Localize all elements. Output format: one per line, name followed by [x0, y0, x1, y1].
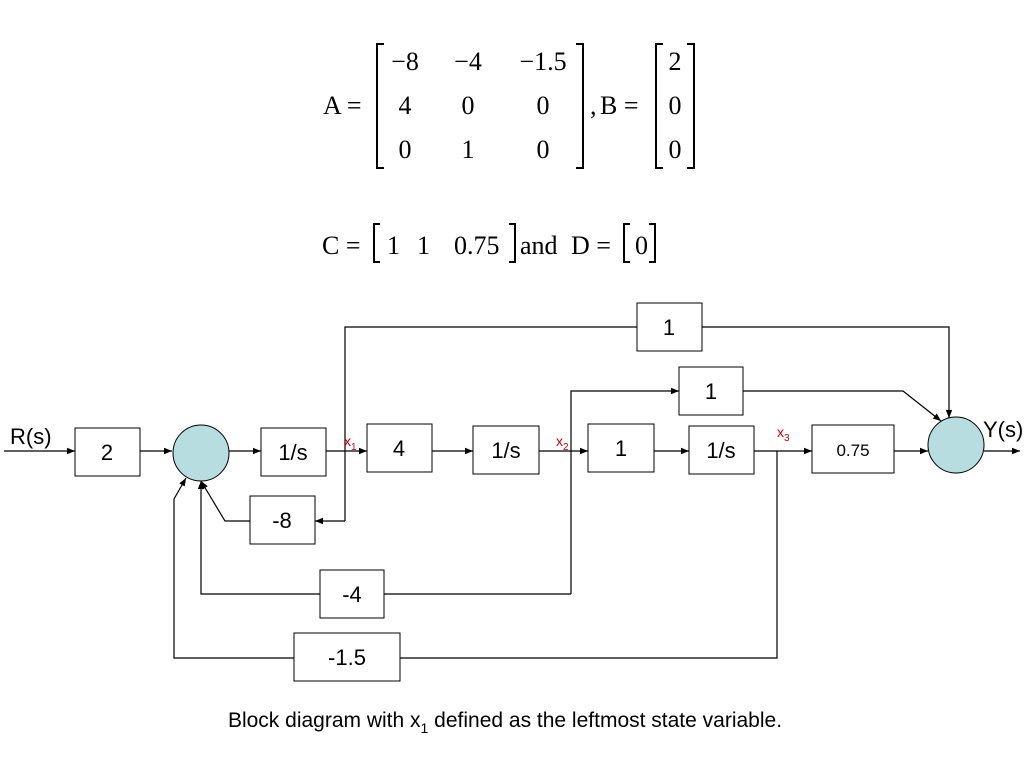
state-label-x3: x3 [777, 424, 790, 444]
line-x3-to-minus15 [400, 451, 778, 659]
line-minus15-to-sum1 [173, 477, 294, 659]
block-gain-075 [811, 424, 895, 474]
a-cell-2-0: 0 [399, 135, 412, 164]
label-feedforward-mid: 1 [705, 379, 717, 404]
line-mid-gain-to-sum2 [743, 390, 942, 422]
label-integrator-2: 1/s [491, 438, 520, 463]
a-cell-0-1: −4 [454, 47, 482, 76]
summing-junction-1 [172, 424, 230, 482]
b-cell-1: 0 [669, 91, 682, 120]
c-left-bracket [373, 223, 380, 263]
block-integrator-2 [472, 425, 540, 475]
c-cell-2: 0.75 [454, 231, 500, 260]
b-left-bracket [655, 43, 663, 169]
label-integrator-1: 1/s [278, 440, 307, 465]
blocks [74, 302, 895, 682]
d-right-bracket [649, 223, 656, 263]
block-feedforward-top [636, 302, 703, 352]
line-minus4-to-sum1 [197, 481, 320, 595]
block-labels: 2 1/s 4 1/s 1 1/s 0.75 1 1 -8 -4 -1.5 [101, 315, 870, 670]
line-x2-to-mid-gain [570, 387, 679, 594]
label-feedback-minus8: -8 [272, 508, 292, 533]
line-x1-to-top-gain [344, 326, 637, 521]
label-feedback-minus15: -1.5 [328, 645, 366, 670]
a-cell-2-2: 0 [537, 135, 550, 164]
d-label: D = [571, 231, 611, 260]
b-label: B = [600, 91, 639, 120]
and-text: and [520, 231, 558, 260]
block-feedback-minus15 [293, 632, 401, 682]
a-cell-0-2: −1.5 [519, 47, 566, 76]
a-cell-1-0: 4 [399, 91, 412, 120]
block-input-gain [74, 427, 141, 477]
label-gain-1-mid: 1 [615, 436, 627, 461]
label-gain-075: 0.75 [836, 441, 869, 460]
a-cell-0-0: −8 [391, 47, 419, 76]
b-right-bracket [687, 43, 695, 169]
c-label: C = [322, 231, 361, 260]
a-left-bracket [376, 43, 384, 169]
comma: , [590, 91, 597, 120]
label-gain-4: 4 [393, 436, 405, 461]
b-cell-2: 0 [669, 135, 682, 164]
a-label: A = [323, 91, 362, 120]
d-cell-0: 0 [635, 231, 648, 260]
c-right-bracket [509, 223, 516, 263]
a-cell-2-1: 1 [462, 135, 475, 164]
state-label-x1: x1 [344, 433, 357, 453]
output-label: Y(s) [983, 417, 1023, 442]
summing-junction-2 [927, 416, 985, 474]
block-integrator-3 [688, 425, 755, 475]
caption: Block diagram with x1 defined as the lef… [228, 709, 782, 736]
block-feedback-minus8 [249, 495, 316, 545]
line-minus8-to-sum1 [200, 480, 250, 522]
d-left-bracket [623, 223, 630, 263]
label-input-gain: 2 [101, 440, 113, 465]
a-cell-1-1: 0 [462, 91, 475, 120]
a-cell-1-2: 0 [537, 91, 550, 120]
label-feedback-minus4: -4 [342, 582, 362, 607]
equation-a-b: A = −8 −4 −1.5 4 0 0 0 1 0 , B = 2 0 0 [323, 43, 695, 169]
block-feedforward-mid [678, 366, 744, 416]
line-top-gain-to-sum2 [702, 326, 953, 418]
equation-c-d: C = 1 1 0.75 and D = 0 [322, 223, 656, 263]
c-cell-1: 1 [417, 231, 430, 260]
label-feedforward-top: 1 [663, 315, 675, 340]
c-cell-0: 1 [387, 231, 400, 260]
signal-lines [4, 326, 1020, 659]
state-label-x2: x2 [556, 433, 569, 453]
input-label: R(s) [10, 424, 52, 449]
block-feedback-minus4 [319, 569, 385, 619]
b-cell-0: 2 [669, 47, 682, 76]
label-integrator-3: 1/s [706, 438, 735, 463]
block-integrator-1 [260, 427, 327, 477]
a-right-bracket [576, 43, 584, 169]
block-gain-4 [366, 423, 433, 473]
block-gain-1-mid [587, 423, 655, 473]
